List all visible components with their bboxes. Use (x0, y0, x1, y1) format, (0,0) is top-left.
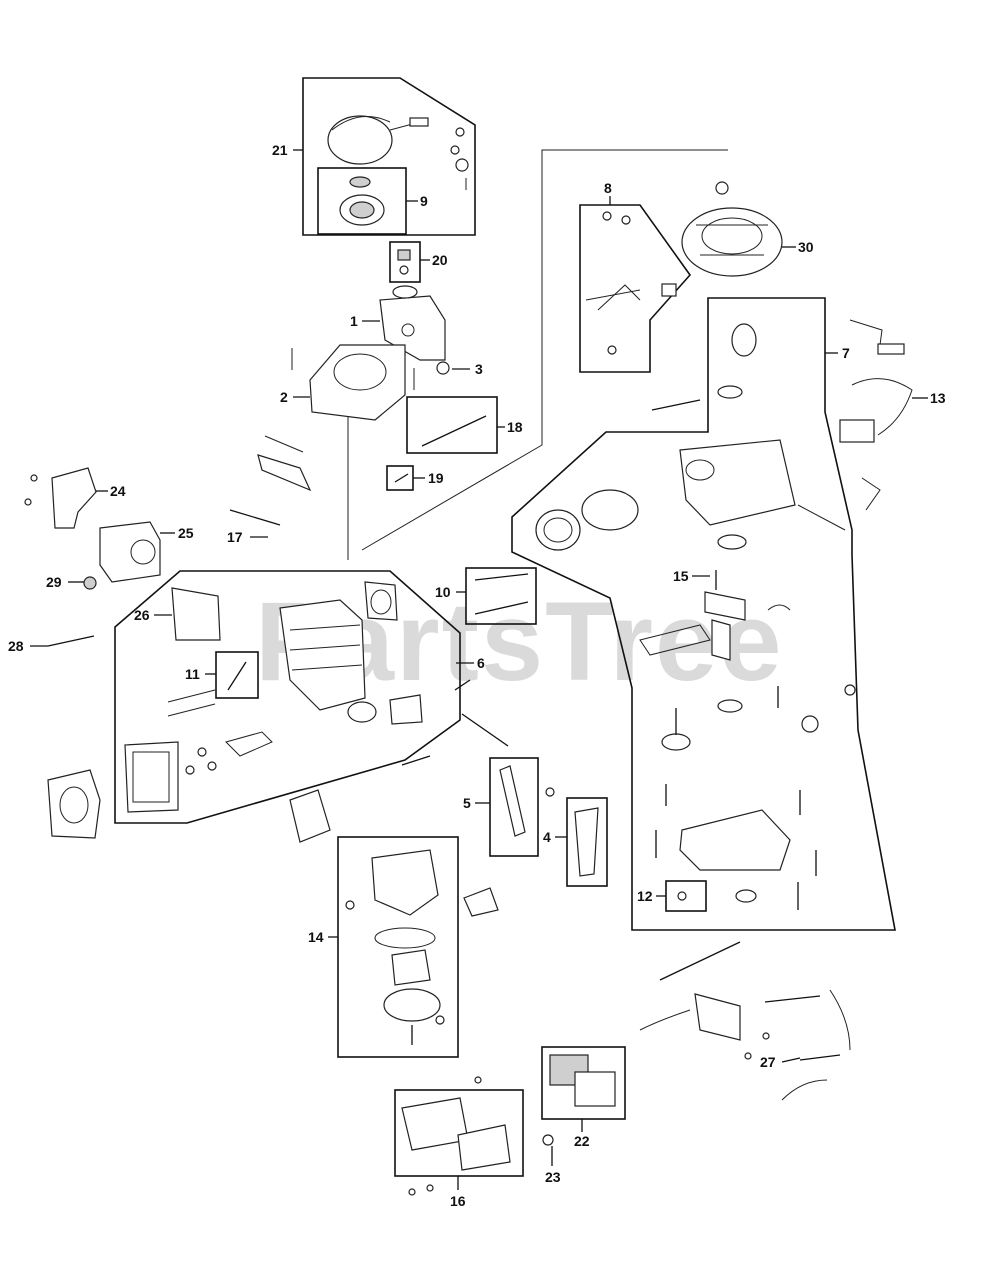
engine-shroud-part (291, 344, 415, 421)
recoil-starter-part (327, 115, 469, 190)
callout-17: 17 (227, 529, 243, 545)
muffler-part (99, 521, 161, 583)
callout-22: 22 (574, 1133, 590, 1149)
callout-7: 7 (842, 345, 850, 361)
part-17-rod (229, 509, 281, 526)
carburetor-part (345, 849, 445, 1045)
part-13-governor (839, 319, 913, 511)
routing-line (361, 149, 728, 551)
heat-shield-rod (264, 435, 304, 453)
group-4-box (566, 797, 608, 887)
crankshaft-part (639, 570, 791, 713)
part-28-spring (47, 635, 95, 647)
group-11-box (215, 651, 259, 699)
callout-9: 9 (420, 193, 428, 209)
part-23-clip (542, 1134, 554, 1146)
governor-gear-part (777, 684, 856, 733)
loose-bolt-b (401, 755, 431, 766)
part-29-screen (83, 576, 97, 590)
part-20 (397, 249, 411, 275)
oil-fill-washer (545, 787, 555, 797)
group-22-box (541, 1046, 626, 1120)
dipstick-part (499, 765, 526, 837)
group-10-box (465, 567, 537, 625)
part-19-pin (394, 473, 409, 483)
throttle-linkage-part (639, 941, 851, 1101)
blower-housing-part (379, 285, 446, 361)
callout-30: 30 (798, 239, 814, 255)
callout-29: 29 (46, 574, 62, 590)
air-filter-housing-part (401, 1076, 511, 1196)
callout-24: 24 (110, 483, 126, 499)
callout-1: 1 (350, 313, 358, 329)
callout-18: 18 (507, 419, 523, 435)
part-11-valves (227, 661, 247, 691)
group-20-box (389, 241, 421, 283)
callout-19: 19 (428, 470, 444, 486)
crank-seal-part (717, 534, 747, 550)
group-6-outline (114, 570, 461, 824)
cylinder-head-part (124, 581, 423, 813)
part-10-pushrod-a (474, 573, 529, 581)
callout-10: 10 (435, 584, 451, 600)
group-14-box (337, 836, 459, 1058)
carb-gasket-part (463, 887, 499, 917)
group-5-box (489, 757, 539, 857)
group-19-box (386, 465, 414, 491)
callout-3: 3 (475, 361, 483, 377)
callout-5: 5 (463, 795, 471, 811)
callout-23: 23 (545, 1169, 561, 1185)
callout-8: 8 (604, 180, 612, 196)
flywheel-part (681, 181, 783, 277)
callout-16: 16 (450, 1193, 466, 1209)
callout-11: 11 (185, 666, 200, 682)
callout-4: 4 (543, 829, 551, 845)
group-8-outline (579, 204, 692, 373)
callout-25: 25 (178, 525, 194, 541)
callout-28: 28 (8, 638, 24, 654)
callout-21: 21 (272, 142, 288, 158)
part-10-pushrod-b (474, 601, 529, 615)
engine-block-part (651, 323, 846, 531)
callout-12: 12 (637, 888, 653, 904)
leader-27 (781, 1057, 801, 1063)
callout-2: 2 (280, 389, 288, 405)
piston-part (535, 489, 639, 551)
group-7-outline (511, 297, 896, 931)
crankcase-cover-part (655, 784, 817, 910)
part-18-rod (421, 415, 487, 447)
callout-6: 6 (477, 655, 485, 671)
loose-rod-a (461, 713, 509, 747)
loose-bolt-a (454, 679, 471, 691)
starter-pulley-part (339, 176, 385, 226)
part-22-filter (549, 1054, 616, 1107)
callout-13: 13 (930, 390, 946, 406)
callout-26: 26 (134, 607, 150, 623)
part-8-parts (585, 211, 677, 355)
oil-fill-tube-part (574, 807, 599, 877)
cam-gear-part (661, 708, 691, 751)
air-cleaner-base-part (47, 769, 101, 839)
callout-20: 20 (432, 252, 448, 268)
callout-15: 15 (673, 568, 689, 584)
group-18-box (406, 396, 498, 454)
callout-27: 27 (760, 1054, 776, 1070)
gasket-part (289, 789, 331, 843)
heat-shield-part (257, 454, 312, 492)
part-3-nut (436, 361, 450, 375)
group-16-box (394, 1089, 524, 1177)
group-21-outline (302, 77, 476, 236)
part-24-bracket (24, 467, 97, 529)
callout-14: 14 (308, 929, 324, 945)
